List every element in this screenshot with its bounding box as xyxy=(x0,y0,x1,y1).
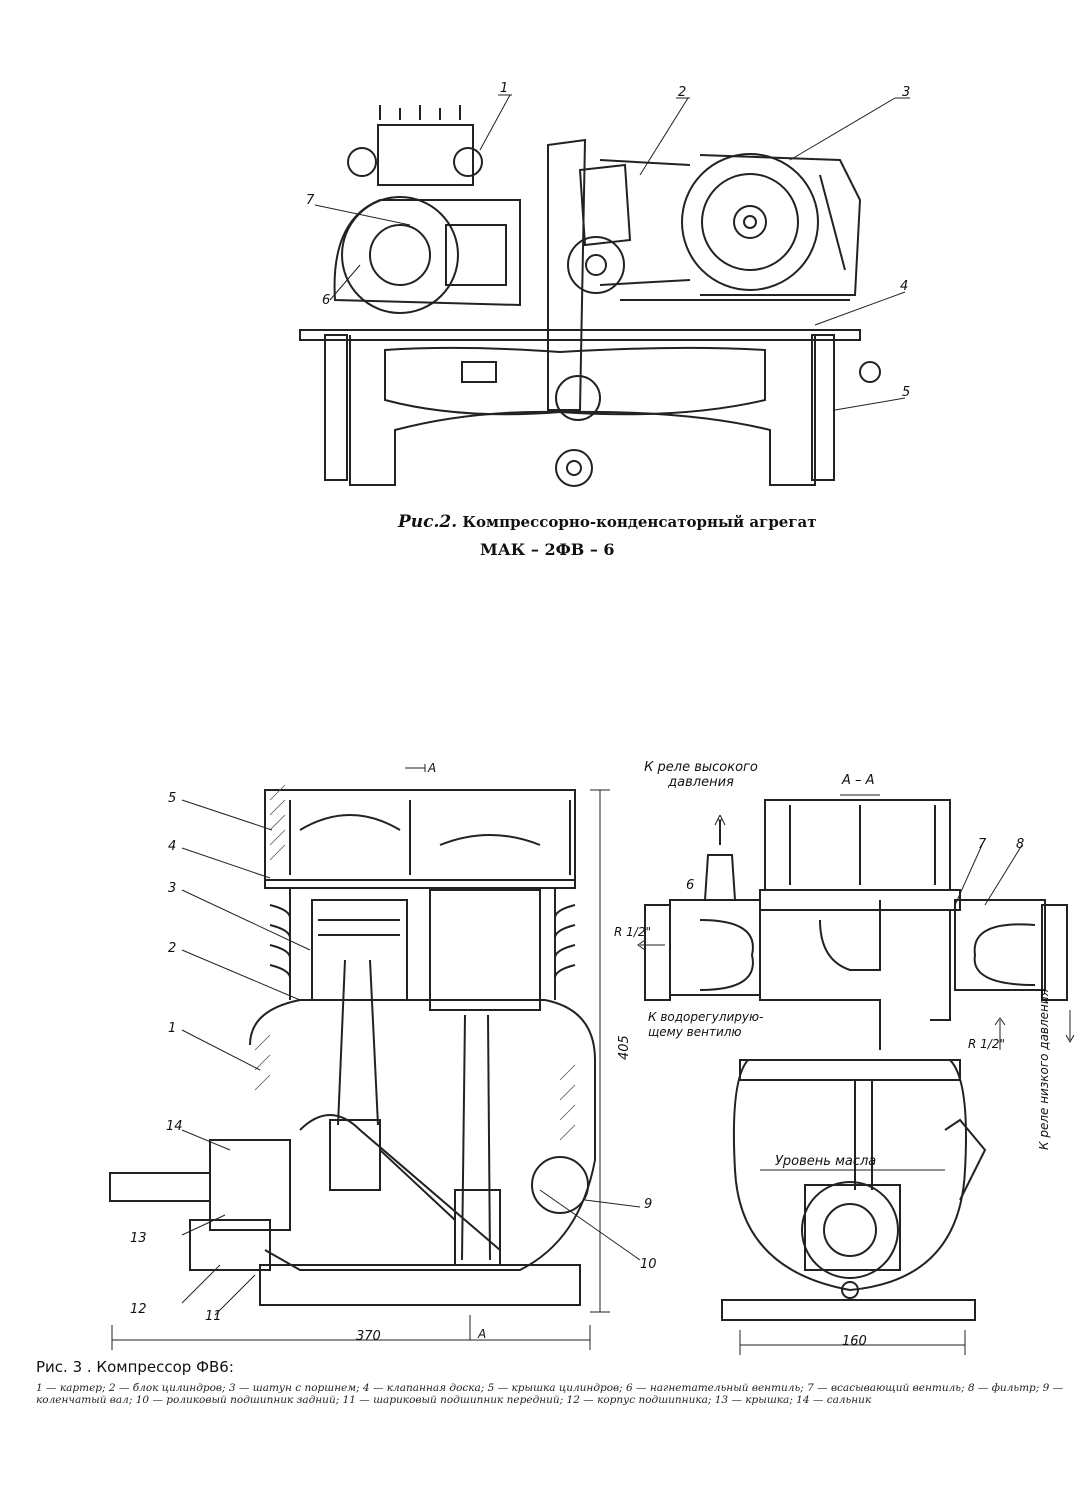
thread-label-right: R 1/2" xyxy=(968,1037,1005,1051)
fig3-callout-4: 4 xyxy=(168,839,176,854)
figure2-model: МАК – 2ФВ – 6 xyxy=(480,540,615,559)
fig3-callout-7: 7 xyxy=(978,837,987,852)
figure2-caption-prefix: Рис.2. xyxy=(398,512,458,532)
low-pressure-relay-label: К реле низкого давления xyxy=(1037,989,1051,1150)
fig2-callout-2: 2 xyxy=(678,85,686,100)
thread-label-left: R 1/2" xyxy=(614,925,651,939)
dim-height-405: 405 xyxy=(617,1035,632,1060)
fig3-callout-1: 1 xyxy=(168,1021,176,1036)
fig2-callout-3: 3 xyxy=(902,85,910,100)
section-mark-top: А xyxy=(427,761,436,775)
figure3-legend: 1 — картер; 2 — блок цилиндров; 3 — шату… xyxy=(36,1382,1064,1406)
fig3-callout-3: 3 xyxy=(168,881,176,896)
fig2-callout-6: 6 xyxy=(322,293,330,308)
section-mark-bottom: А xyxy=(477,1327,486,1341)
fig2-callout-4: 4 xyxy=(900,279,908,294)
fig3-callout-10: 10 xyxy=(640,1257,657,1272)
fig3-callout-14: 14 xyxy=(166,1119,183,1134)
fig3-callout-8: 8 xyxy=(1016,837,1024,852)
figure3-caption: Рис. 3 . Компрессор ФВ6: xyxy=(36,1358,234,1376)
fig3-callout-13: 13 xyxy=(130,1231,147,1246)
water-valve-label: К водорегулирую- щему вентилю xyxy=(648,1010,764,1039)
dim-width-370: 370 xyxy=(356,1329,381,1344)
fig3-callout-2: 2 xyxy=(168,941,176,956)
fig2-callout-1: 1 xyxy=(500,81,508,96)
fig3-callout-12: 12 xyxy=(130,1302,147,1317)
fig3-callout-9: 9 xyxy=(644,1197,652,1212)
fig3-callout-5: 5 xyxy=(168,791,176,806)
fig3-callout-6: 6 xyxy=(686,878,694,893)
dim-width-160: 160 xyxy=(842,1334,867,1349)
figure2-caption: Рис.2. Компрессорно-конденсаторный агрег… xyxy=(398,512,817,532)
fig2-callout-7: 7 xyxy=(306,193,315,208)
high-pressure-relay-label: К реле высокого давления xyxy=(644,760,758,790)
fig2-callout-5: 5 xyxy=(902,385,910,400)
section-title-aa: А – А xyxy=(841,773,875,788)
figure2-caption-text: Компрессорно-конденсаторный агрегат xyxy=(462,513,817,531)
fig3-callout-11: 11 xyxy=(205,1309,222,1324)
oil-level-label: Уровень масла xyxy=(775,1154,876,1169)
